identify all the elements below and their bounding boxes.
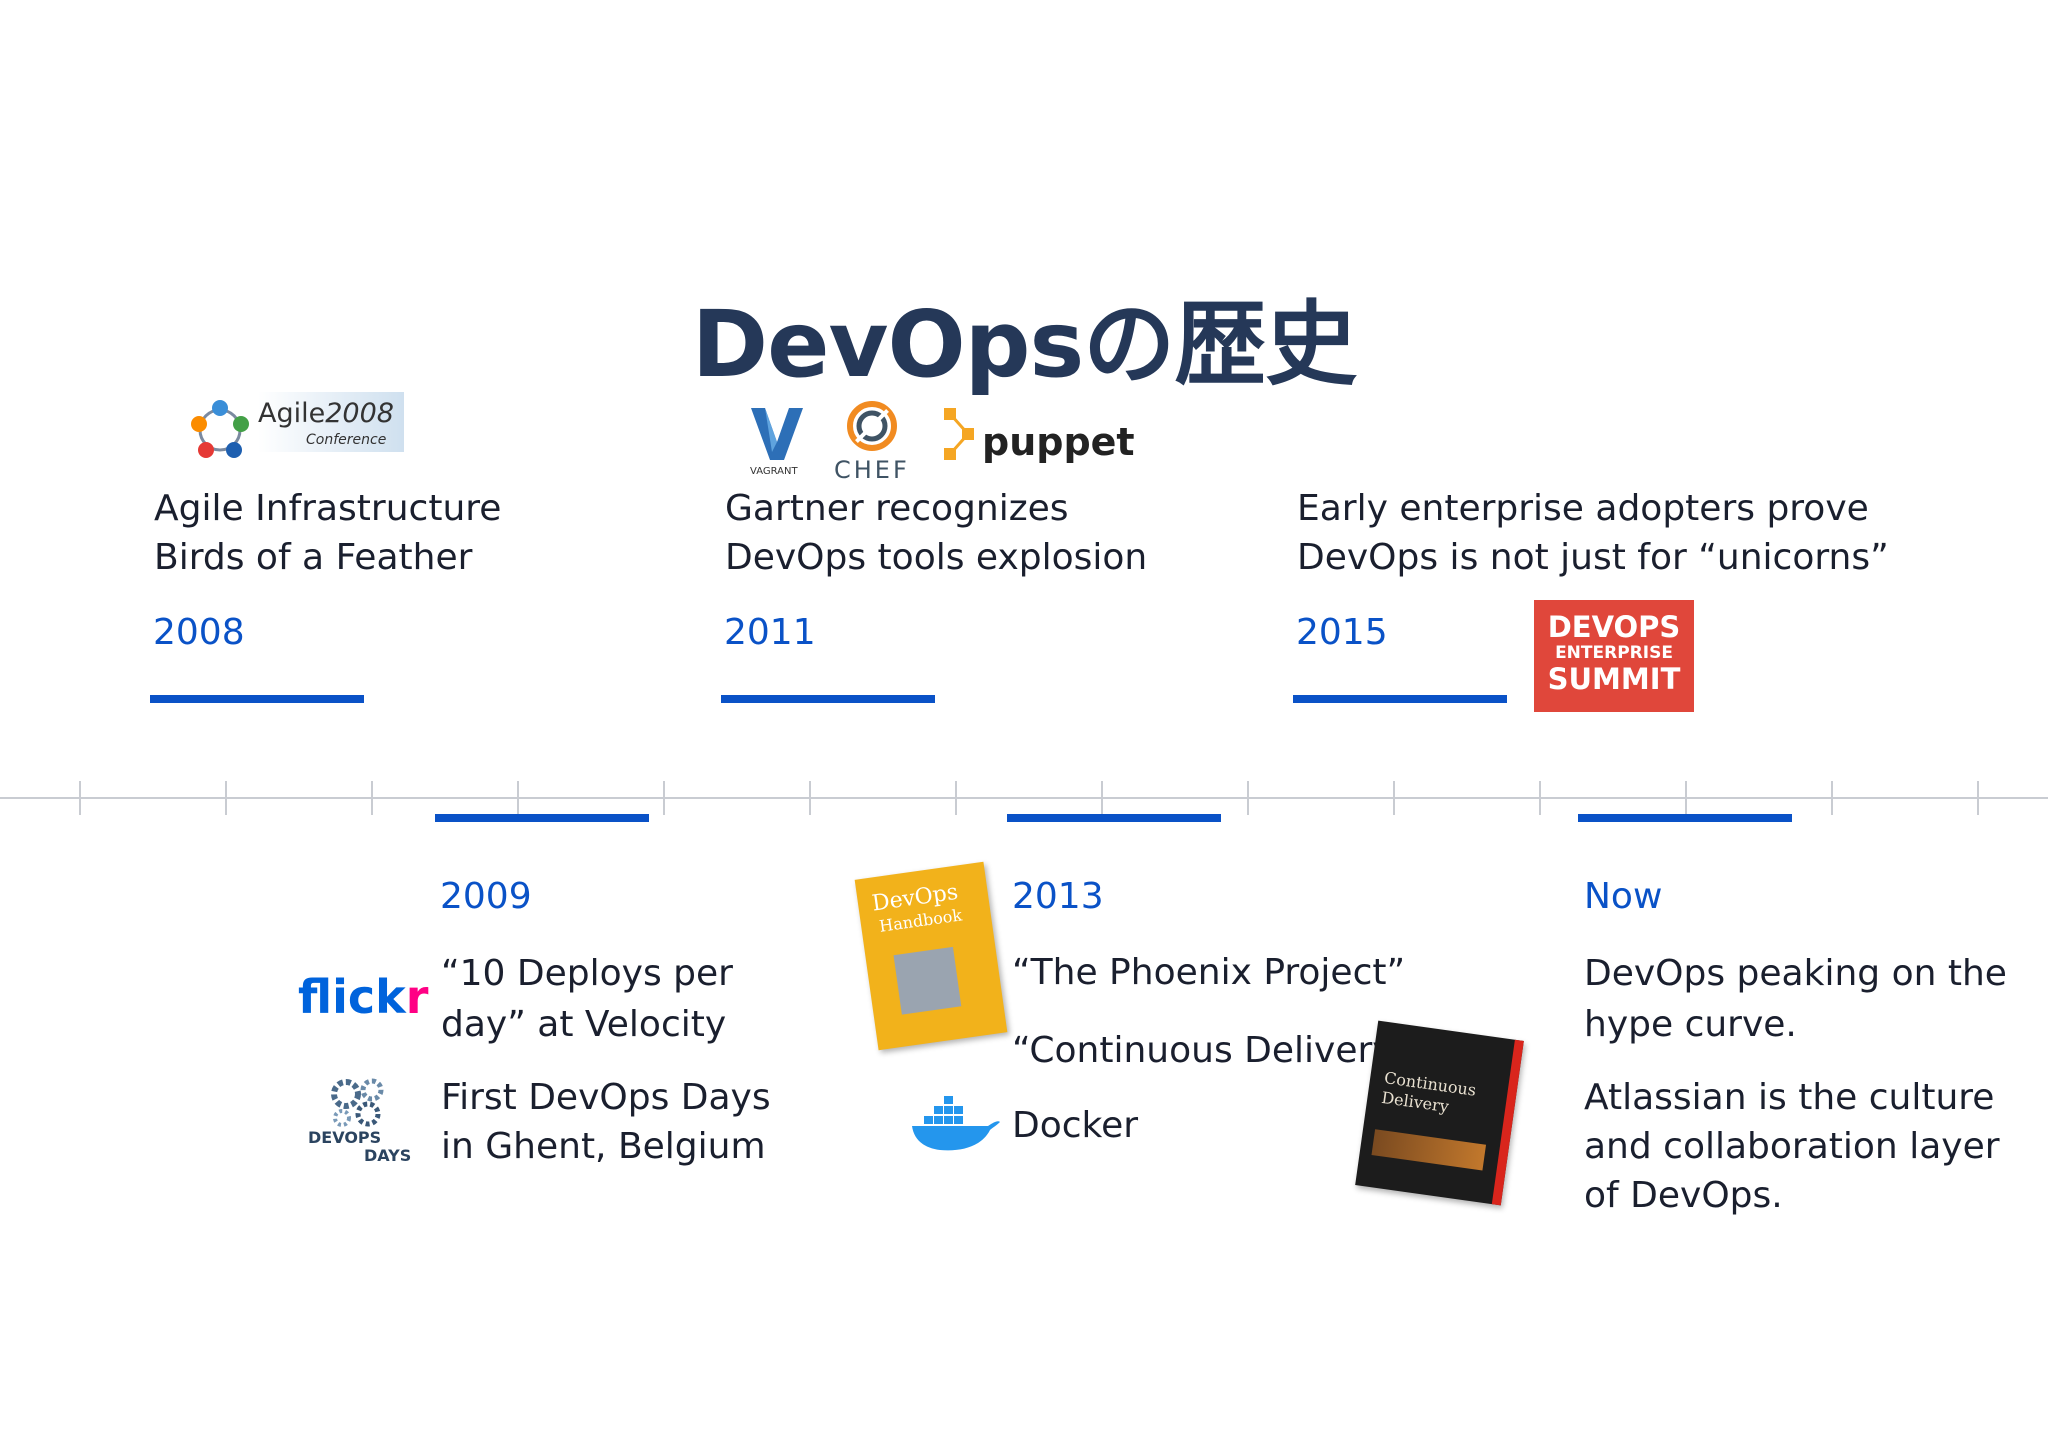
vagrant-logo: VAGRANT: [746, 404, 808, 480]
event-now-item-2: Atlassian is the culture and collaborati…: [1584, 1077, 2000, 1216]
event-2008-description: Agile Infrastructure Birds of a Feather: [154, 488, 502, 578]
event-2013-item-1: “The Phoenix Project”: [1012, 952, 1406, 993]
axis-tick: [1101, 781, 1103, 815]
event-2013-item-2: “Continuous Delivery”: [1012, 1030, 1413, 1071]
event-2015-description: Early enterprise adopters prove DevOps i…: [1297, 488, 1889, 578]
event-2011-bar: [721, 695, 935, 703]
axis-tick: [1977, 781, 1979, 815]
event-2009-bar: [435, 814, 649, 822]
event-2013-bar: [1007, 814, 1221, 822]
event-now-item-1: DevOps peaking on the hype curve.: [1584, 953, 2007, 1045]
event-2009-item-1: “10 Deploys per day” at Velocity: [441, 953, 733, 1045]
docker-whale-icon: [912, 1096, 1000, 1151]
axis-tick: [1539, 781, 1541, 815]
axis-tick: [663, 781, 665, 815]
agile-ring-icon: [191, 400, 249, 458]
gears-icon: [331, 1078, 384, 1127]
axis-tick: [79, 781, 81, 815]
devops-enterprise-summit-logo: DEVOPS ENTERPRISE SUMMIT: [1534, 600, 1694, 712]
flickr-logo: flickr: [298, 970, 429, 1024]
page-title: DevOpsの歴史: [691, 291, 1358, 398]
event-2013-item-3: Docker: [1012, 1105, 1139, 1146]
axis-tick: [1247, 781, 1249, 815]
puppet-logo: puppet: [942, 406, 1135, 470]
event-2015-year: 2015: [1296, 612, 1388, 653]
event-2015-bar: [1293, 695, 1507, 703]
timeline-axis: [0, 797, 2048, 799]
event-2009-item-2: First DevOps Days in Ghent, Belgium: [441, 1077, 771, 1167]
axis-tick: [517, 781, 519, 815]
axis-tick: [1831, 781, 1833, 815]
event-2011-year: 2011: [724, 612, 816, 653]
axis-tick: [955, 781, 957, 815]
chef-logo: CHEF: [832, 400, 912, 486]
axis-tick: [371, 781, 373, 815]
axis-tick: [809, 781, 811, 815]
event-2013-year: 2013: [1012, 876, 1104, 917]
axis-tick: [1393, 781, 1395, 815]
event-2008-year: 2008: [153, 612, 245, 653]
axis-tick: [1685, 781, 1687, 815]
event-2008-bar: [150, 695, 364, 703]
chef-ring-icon: [847, 401, 897, 451]
axis-tick: [225, 781, 227, 815]
devopsdays-logo: DEVOPS DAYS: [306, 1076, 411, 1166]
event-2011-description: Gartner recognizes DevOps tools explosio…: [725, 488, 1148, 578]
event-now-year: Now: [1584, 876, 1663, 917]
agile-2008-logo: Agile2008 Conference: [188, 388, 404, 460]
continuous-delivery-book: Continuous Delivery: [1355, 1020, 1524, 1206]
devops-handbook-book: DevOps Handbook: [854, 861, 1008, 1051]
event-now-bar: [1578, 814, 1792, 822]
puppet-icon: [944, 408, 974, 460]
vagrant-v-icon: [751, 408, 803, 460]
event-2009-year: 2009: [440, 876, 532, 917]
